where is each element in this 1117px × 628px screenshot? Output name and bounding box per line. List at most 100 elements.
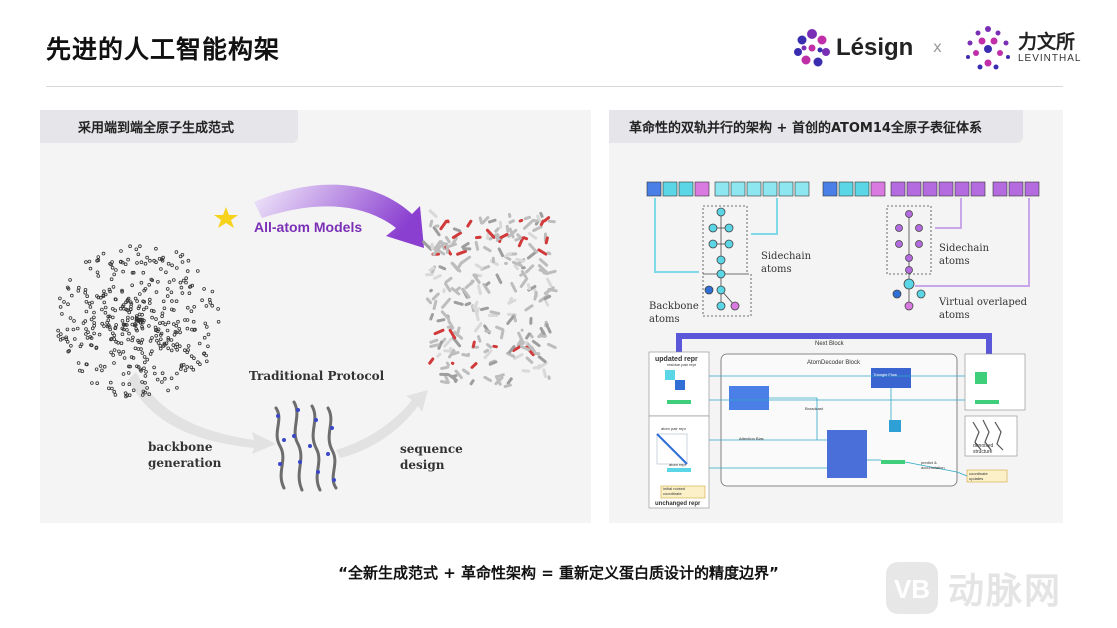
atom-bond [440, 310, 451, 321]
atom-point [105, 321, 109, 325]
atom-bond [454, 286, 461, 292]
atom-bond [432, 226, 441, 237]
atom-bond [527, 232, 538, 240]
atom-point [71, 327, 76, 332]
atom-point [102, 324, 106, 328]
atom-point [156, 327, 161, 332]
atom-point [110, 307, 115, 311]
atom-point [129, 307, 133, 312]
atom-bond [547, 342, 557, 349]
atom-point [145, 255, 149, 260]
atom-bond [429, 343, 440, 348]
atom-bond [543, 286, 555, 295]
atom-point [121, 350, 126, 354]
atom-bond [474, 263, 483, 270]
atom-point [138, 244, 142, 249]
atom-point [144, 305, 149, 310]
atom-point [185, 326, 190, 331]
right-panel-tab: 革命性的双轨并行的架构 + 首创的ATOM14全原子表征体系 [609, 110, 1023, 143]
atom-bond [531, 218, 539, 223]
lesign-wordmark: Lésign [836, 34, 914, 61]
atom-token [870, 181, 886, 197]
atom-point [125, 328, 129, 332]
atom-point [84, 327, 88, 331]
atom-point [144, 369, 148, 374]
atom-point [72, 337, 77, 341]
predict-accumulation-label-line1: predict & [921, 460, 937, 465]
atom-bond [522, 236, 529, 241]
atom-bond [436, 318, 446, 323]
atom-point [140, 338, 145, 342]
atom-token [794, 181, 810, 197]
atom-point [163, 322, 168, 327]
atom-point [120, 319, 125, 323]
atom-point [160, 380, 164, 384]
atom-point [86, 330, 90, 335]
left-panel: 采用端到端全原子生成范式 [40, 110, 591, 523]
atom-bond [483, 349, 493, 360]
atom-point [96, 274, 101, 278]
atom-bond [506, 351, 516, 358]
atom-point [158, 343, 163, 348]
atom-bond [508, 227, 515, 239]
atom-bond [532, 365, 540, 370]
svg-text:VB: VB [894, 574, 930, 604]
watermark: VB 动脉网 [884, 560, 1062, 616]
atom-bond [517, 339, 523, 345]
atom-point [101, 251, 106, 256]
atom-point [56, 328, 60, 333]
backbone-label-line1: backbone [148, 440, 213, 454]
atom-bond [537, 248, 548, 256]
atom-bond [542, 368, 547, 378]
atom-point [172, 308, 176, 312]
atom-point [126, 371, 131, 375]
atom-point [68, 316, 73, 320]
atom-point [192, 305, 197, 309]
atom-point [126, 315, 130, 320]
atom-point [127, 310, 131, 315]
atom-token [746, 181, 762, 197]
atom-point [83, 288, 88, 292]
atom-point [88, 305, 93, 309]
atom-bond [461, 287, 471, 299]
atom-point [191, 367, 196, 372]
atom-point [123, 262, 128, 267]
atom-point [169, 290, 174, 295]
atom-point [142, 300, 146, 304]
atom-token [662, 181, 678, 197]
atom-bond [464, 301, 472, 307]
atom-point [148, 258, 152, 263]
atom-point [183, 368, 188, 373]
atom-bond [494, 376, 504, 386]
atom-token [730, 181, 746, 197]
atom-bond [547, 219, 556, 224]
atom-bond [437, 340, 443, 350]
atom-point [160, 371, 165, 376]
atom-point [204, 304, 209, 308]
atom-point [103, 310, 108, 315]
atom-point [89, 317, 94, 322]
atom-bond [445, 361, 450, 367]
residue-pair-block [729, 386, 769, 410]
atom-bond [452, 227, 462, 233]
header-divider [46, 86, 1063, 87]
atom-point [135, 328, 139, 333]
atom-point [148, 297, 152, 302]
atom-bond [477, 335, 482, 343]
atom-point [216, 320, 221, 324]
atom-bond [441, 297, 451, 309]
atom-point [101, 294, 106, 299]
atom14-architecture-figure [646, 181, 1040, 509]
atom-point [175, 385, 179, 390]
atom-bond [536, 361, 548, 370]
atom-point [137, 304, 142, 309]
atom-bond [522, 219, 534, 230]
atom-bond [508, 345, 516, 354]
atom-point [184, 276, 189, 281]
atom-point [154, 246, 158, 251]
atom-point [172, 278, 176, 282]
atom-bond [546, 251, 552, 256]
atom-bond [538, 268, 545, 273]
atom-point [102, 289, 106, 294]
atom-point [95, 270, 100, 275]
